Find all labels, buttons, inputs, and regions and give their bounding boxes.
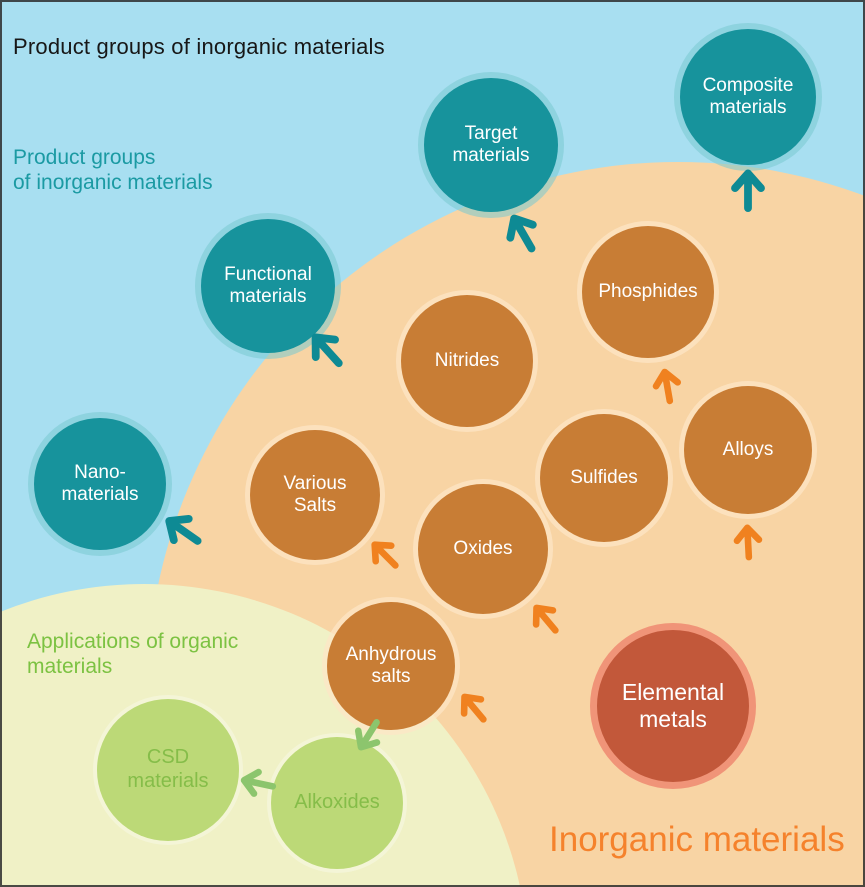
bubble-anhydrous-salts: Anhydrous salts <box>327 602 455 730</box>
bubble-label: CSD materials <box>127 746 209 792</box>
bubble-composite-materials: Composite materials <box>680 29 816 165</box>
bubble-label: Nano- materials <box>61 461 139 505</box>
arrow-to-composite-materials-icon <box>731 169 765 212</box>
arrow-to-anhydrous-salts-icon <box>460 693 487 723</box>
arrow-to-oxides-icon <box>532 604 559 634</box>
bubble-label: Alkoxides <box>294 791 380 814</box>
arrow-to-various-salts-icon <box>371 541 399 569</box>
page-title: Product groups of inorganic materials <box>13 34 385 59</box>
bubble-label: Alloys <box>722 438 774 460</box>
bubble-nitrides: Nitrides <box>401 295 533 427</box>
bubble-functional-materials: Functional materials <box>201 219 335 353</box>
bubble-elemental-metals: Elemental metals <box>590 623 756 789</box>
bubble-nano-materials: Nano- materials <box>34 418 166 550</box>
bubble-label: Oxides <box>453 537 513 559</box>
bubble-phosphides: Phosphides <box>582 226 714 358</box>
organic-region-label: Applications of organic materials <box>27 630 239 678</box>
bubble-alkoxides: Alkoxides <box>271 737 403 869</box>
bubble-oxides: Oxides <box>418 484 548 614</box>
bubble-label: Nitrides <box>434 349 500 371</box>
bubble-various-salts: Various Salts <box>250 430 380 560</box>
bubble-label: Elemental metals <box>621 678 725 732</box>
diagram-subtitle: Product groups of inorganic materials <box>13 146 213 194</box>
arrow-to-target-materials-icon <box>506 214 537 253</box>
inorganic-region-label: Inorganic materials <box>549 820 845 859</box>
bubble-label: Composite materials <box>702 74 794 118</box>
arrow-sulfides-to-phosphides-icon <box>652 368 682 405</box>
bubble-csd-materials: CSD materials <box>97 699 239 841</box>
bubble-label: Target materials <box>452 122 530 166</box>
bubble-label: Sulfides <box>570 466 638 488</box>
bubble-label: Anhydrous salts <box>345 643 437 687</box>
bubble-target-materials: Target materials <box>424 78 558 212</box>
bubble-sulfides: Sulfides <box>540 414 668 542</box>
bubble-label: Functional materials <box>224 263 312 307</box>
bubble-label: Various Salts <box>283 472 347 516</box>
bubble-label: Phosphides <box>598 280 698 302</box>
bubble-alloys: Alloys <box>684 386 812 514</box>
arrow-to-alloys-icon <box>733 524 763 561</box>
arrow-to-nano-materials-icon <box>165 514 202 545</box>
arrow-alkoxides-to-csd-icon <box>240 768 277 797</box>
arrow-to-functional-materials-icon <box>311 333 343 368</box>
arrow-anhydrous-to-alkoxides-icon <box>354 719 381 751</box>
